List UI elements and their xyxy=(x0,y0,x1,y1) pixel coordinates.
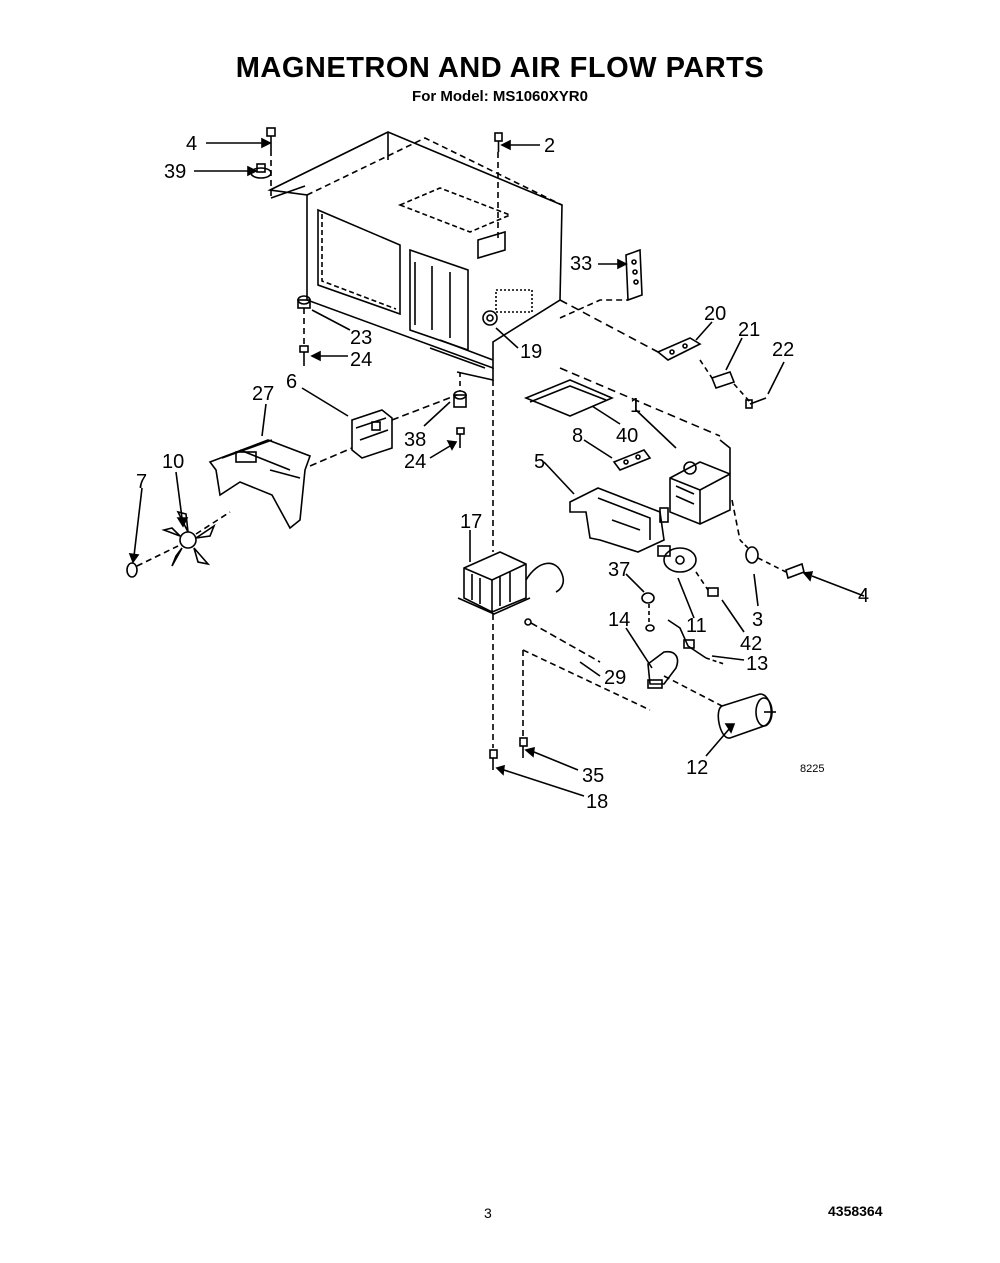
part-38-grommet xyxy=(453,372,467,408)
callout-24-upper: 24 xyxy=(350,349,372,371)
part-20-latch xyxy=(559,299,702,361)
part-10-fan-blade xyxy=(161,510,231,567)
callout-40: 40 xyxy=(616,425,638,447)
part-19-nut xyxy=(482,310,498,326)
part-35-screw xyxy=(519,649,651,758)
callout-12: 12 xyxy=(686,757,708,779)
page-number: 3 xyxy=(484,1205,492,1221)
callout-5: 5 xyxy=(534,451,545,473)
callout-1: 1 xyxy=(630,395,641,417)
callout-8: 8 xyxy=(572,425,583,447)
part-17-transformer xyxy=(457,380,565,748)
callout-4-right: 4 xyxy=(858,585,869,607)
callout-labels: 4 39 2 33 20 21 22 23 24 19 6 27 10 7 38… xyxy=(136,133,869,813)
callout-21: 21 xyxy=(738,319,760,341)
part-5-duct xyxy=(569,487,669,553)
callout-18: 18 xyxy=(586,791,608,813)
callout-29: 29 xyxy=(604,667,626,689)
document-number: 4358364 xyxy=(828,1203,883,1219)
part-24-screw-upper xyxy=(299,345,309,366)
callout-35: 35 xyxy=(582,765,604,787)
part-7-nut xyxy=(126,545,179,578)
part-8-fuse xyxy=(612,449,652,471)
callout-20: 20 xyxy=(704,303,726,325)
callout-33: 33 xyxy=(570,253,592,275)
part-12-capacitor xyxy=(663,675,776,739)
part-1-magnetron xyxy=(669,439,741,541)
part-14-bracket xyxy=(647,650,679,689)
callout-11: 11 xyxy=(686,615,707,637)
diagram-code: 8225 xyxy=(800,763,824,775)
callout-10: 10 xyxy=(162,451,184,473)
callout-19: 19 xyxy=(520,341,542,363)
callout-23: 23 xyxy=(350,327,372,349)
callout-3: 3 xyxy=(752,609,763,631)
callout-38: 38 xyxy=(404,429,426,451)
cavity-frame xyxy=(267,131,563,381)
callout-17: 17 xyxy=(460,511,482,533)
part-2-screw xyxy=(494,132,503,240)
part-37-nut xyxy=(641,592,655,632)
callout-37: 37 xyxy=(608,559,630,581)
part-21-spacer xyxy=(699,359,736,389)
callout-leaders xyxy=(128,137,865,797)
callout-42: 42 xyxy=(740,633,762,655)
callout-4-top: 4 xyxy=(186,133,197,155)
callout-14: 14 xyxy=(608,609,630,631)
callout-6: 6 xyxy=(286,371,297,393)
part-4-screw-right xyxy=(757,557,805,580)
part-39-grommet xyxy=(250,150,306,199)
part-6-interlock-switch xyxy=(351,394,458,459)
callout-27: 27 xyxy=(252,383,274,405)
callout-24-lower: 24 xyxy=(404,451,426,473)
callout-13: 13 xyxy=(746,653,768,675)
part-42-screw xyxy=(695,571,719,597)
callout-39: 39 xyxy=(164,161,186,183)
part-4-screw-top xyxy=(266,127,276,150)
part-3-nut xyxy=(739,539,759,564)
part-29-wire xyxy=(524,618,601,663)
part-23-grommet xyxy=(297,295,311,344)
part-27-air-duct xyxy=(208,439,353,530)
callout-2: 2 xyxy=(544,135,555,157)
part-33-bracket xyxy=(559,248,643,319)
page-title: MAGNETRON AND AIR FLOW PARTS xyxy=(235,52,765,84)
callout-22: 22 xyxy=(772,339,794,361)
callout-7: 7 xyxy=(136,471,147,493)
part-11-choke xyxy=(657,545,697,573)
model-subtitle: For Model: MS1060XYR0 xyxy=(412,88,588,105)
part-18-screw xyxy=(489,749,498,770)
part-24-screw-lower xyxy=(456,427,465,448)
part-40-plate xyxy=(523,367,721,437)
part-22-screw xyxy=(733,383,767,409)
part-13-diode xyxy=(667,619,725,665)
